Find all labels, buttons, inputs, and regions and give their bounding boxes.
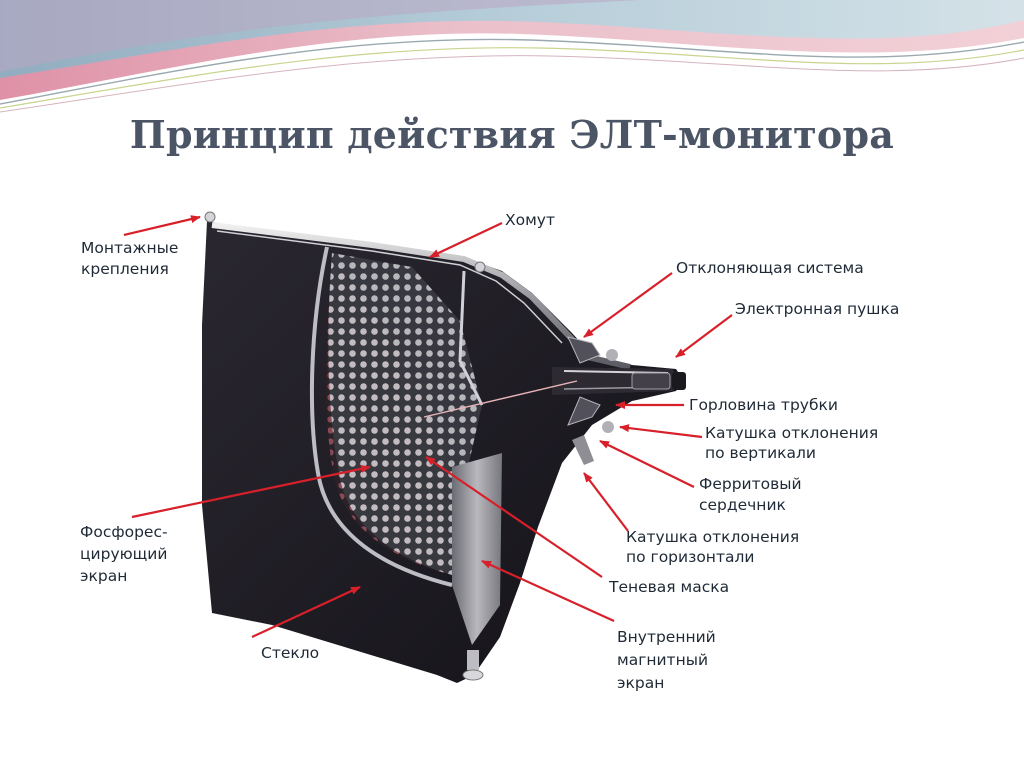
label-deflection-system: Отклоняющая система bbox=[676, 259, 864, 277]
label-phosphor-screen-3: экран bbox=[80, 567, 128, 585]
label-ferrite-core-1: Ферритовый bbox=[699, 475, 802, 493]
label-inner-shield-1: Внутренний bbox=[617, 628, 716, 646]
label-clamp: Хомут bbox=[505, 211, 555, 229]
top-wave-decoration bbox=[0, 0, 1024, 113]
slide-title: Принцип действия ЭЛТ-монитора bbox=[129, 112, 895, 157]
label-inner-shield-2: магнитный bbox=[617, 651, 709, 669]
label-vertical-coil-1: Катушка отклонения bbox=[705, 424, 879, 442]
label-glass: Стекло bbox=[261, 644, 320, 662]
label-tube-neck: Горловина трубки bbox=[689, 396, 838, 414]
label-arrows bbox=[123, 215, 733, 638]
label-phosphor-screen-2: цирующий bbox=[80, 545, 168, 563]
shadow-mask-graphic bbox=[328, 253, 484, 575]
label-vertical-coil-2: по вертикали bbox=[705, 444, 816, 462]
electron-beam-line bbox=[423, 380, 578, 418]
label-mounting-2: крепления bbox=[81, 260, 169, 278]
label-horizontal-coil-1: Катушка отклонения bbox=[626, 528, 800, 546]
mounting-bracket-graphic bbox=[204, 211, 486, 273]
label-mounting-1: Монтажные bbox=[81, 239, 179, 257]
label-shadow-mask: Теневая маска bbox=[609, 578, 730, 596]
crt-illustration bbox=[123, 211, 733, 683]
label-horizontal-coil-2: по горизонтали bbox=[626, 548, 755, 566]
label-phosphor-screen-1: Фосфорес- bbox=[80, 523, 168, 541]
label-electron-gun: Электронная пушка bbox=[735, 300, 900, 318]
label-inner-shield-3: экран bbox=[617, 674, 665, 692]
neck-and-gun-graphic bbox=[552, 336, 686, 465]
label-ferrite-core-2: сердечник bbox=[699, 496, 786, 514]
glass-screen-edge bbox=[309, 246, 453, 587]
crt-diagram bbox=[72, 205, 922, 705]
